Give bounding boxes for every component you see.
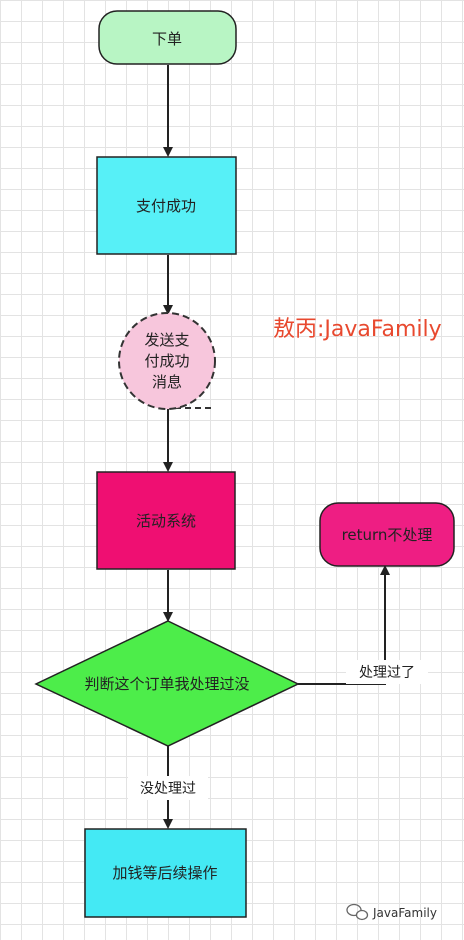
node-activity-system: 活动系统 xyxy=(96,471,236,570)
wechat-icon xyxy=(346,903,369,921)
edge-label-not-processed: 没处理过 xyxy=(140,781,196,797)
node-send-message-shape xyxy=(118,312,216,410)
node-decision-label: 判断这个订单我处理过没 xyxy=(84,675,249,693)
edge-label-processed-bg xyxy=(346,660,428,684)
node-payment-success-label: 支付成功 xyxy=(136,197,196,215)
node-activity-system-label: 活动系统 xyxy=(136,512,196,530)
node-payment-success-shape xyxy=(96,156,237,255)
node-activity-system-shape xyxy=(96,471,236,570)
node-order-label: 下单 xyxy=(152,30,182,48)
node-final-action: 加钱等后续操作 xyxy=(84,828,247,918)
edge-label-not-processed-bg xyxy=(128,776,208,800)
node-order: 下单 xyxy=(98,10,237,65)
author-watermark: 敖丙:JavaFamily xyxy=(273,317,442,342)
node-return: return不处理 xyxy=(319,502,455,567)
node-send-message: 发送支 付成功 消息 xyxy=(118,312,216,410)
node-return-shape xyxy=(319,502,455,567)
node-decision-shape xyxy=(34,620,300,747)
node-decision: 判断这个订单我处理过没 xyxy=(34,620,300,747)
node-send-message-line-3: 消息 xyxy=(152,373,182,391)
footer-brand: JavaFamily xyxy=(346,903,437,921)
node-final-action-shape xyxy=(84,828,247,918)
edge-label-processed: 处理过了 xyxy=(359,665,415,681)
node-send-message-line-1: 发送支 xyxy=(144,331,189,349)
node-payment-success: 支付成功 xyxy=(96,156,237,255)
node-return-label: return不处理 xyxy=(342,526,433,544)
node-order-shape xyxy=(98,10,237,65)
node-final-action-label: 加钱等后续操作 xyxy=(112,864,217,882)
footer-brand-label: JavaFamily xyxy=(372,906,437,920)
node-send-message-line-2: 付成功 xyxy=(144,352,189,370)
